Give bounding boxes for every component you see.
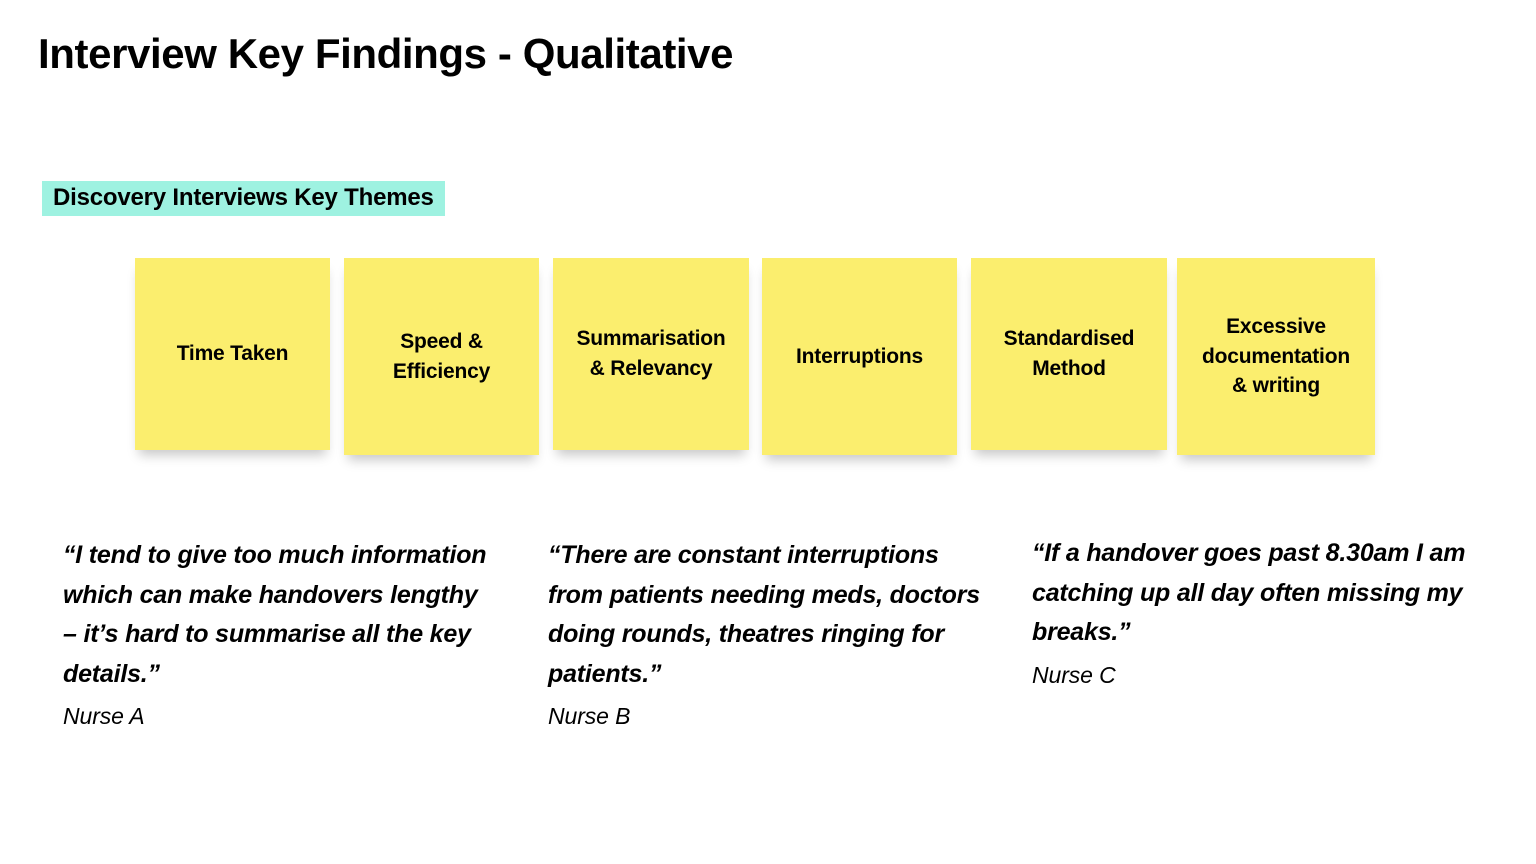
sticky-note-label: Time Taken (176, 342, 289, 366)
quote-text: “If a handover goes past 8.30am I am cat… (1032, 539, 1466, 646)
quote-attribution: Nurse C (1032, 661, 1116, 688)
quote-text: “There are constant interruptions from p… (548, 541, 980, 688)
sticky-note-label: Interruptions (796, 344, 923, 368)
quote-attribution: Nurse B (548, 703, 631, 729)
section-label-highlight: Discovery Interviews Key Themes (42, 181, 445, 216)
quote-attribution: Nurse A (63, 703, 145, 729)
section-label-container: Discovery Interviews Key Themes (42, 181, 445, 216)
sticky-note-label: Summarisation& Relevancy (576, 327, 726, 380)
page-title: Interview Key Findings - Qualitative (38, 30, 734, 77)
sticky-note: Time Taken (135, 258, 330, 450)
quote-block: “If a handover goes past 8.30am I am cat… (1032, 534, 1480, 690)
sticky-note: Speed &Efficiency (344, 258, 539, 455)
sticky-note-label: Speed &Efficiency (392, 329, 491, 383)
quote-text: “I tend to give too much information whi… (63, 541, 487, 688)
sticky-note: Interruptions (762, 258, 957, 455)
quote-block: “I tend to give too much information whi… (63, 536, 493, 732)
theme-notes-row: Time Taken Speed &Efficiency Summarisati… (135, 258, 1375, 463)
quote-block: “There are constant interruptions from p… (548, 536, 996, 732)
sticky-note: Summarisation& Relevancy (553, 258, 749, 450)
